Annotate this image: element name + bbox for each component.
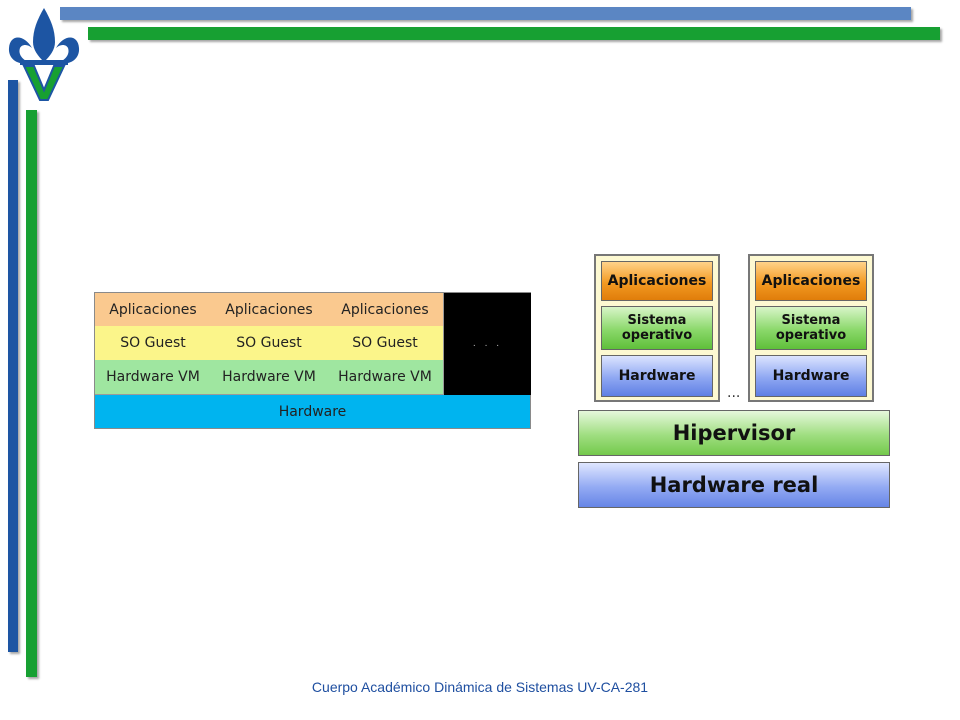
- vm1-os-line2: operativo: [621, 328, 693, 343]
- real-hardware-layer: Hardware real: [578, 462, 890, 508]
- hardware-vm-cell-1: Hardware VM: [95, 360, 212, 395]
- vm1-os-line1: Sistema: [627, 313, 687, 328]
- hardware-layer: Hardware: [95, 395, 530, 428]
- guest-os-cell-2: SO Guest: [211, 326, 328, 361]
- hardware-vm-cell-2: Hardware VM: [211, 360, 328, 395]
- vm2-applications: Aplicaciones: [755, 261, 867, 301]
- uv-logo: V: [6, 4, 82, 102]
- guest-os-cell-1: SO Guest: [95, 326, 212, 361]
- vm2-hardware: Hardware: [755, 355, 867, 397]
- vm2-operating-system: Sistema operativo: [755, 306, 867, 350]
- app-cell-3: Aplicaciones: [327, 293, 444, 327]
- vm1-operating-system: Sistema operativo: [601, 306, 713, 350]
- vm-box-1: Aplicaciones Sistema operativo Hardware: [594, 254, 720, 402]
- vm-box-2: Aplicaciones Sistema operativo Hardware: [748, 254, 874, 402]
- more-vms-ellipsis: ...: [727, 385, 741, 401]
- footer-text: Cuerpo Académico Dinámica de Sistemas UV…: [311, 679, 649, 695]
- hardware-vm-cell-3: Hardware VM: [327, 360, 444, 395]
- vm1-hardware: Hardware: [601, 355, 713, 397]
- guest-os-cell-3: SO Guest: [327, 326, 444, 361]
- fleur-de-lis-logo-icon: [8, 8, 80, 101]
- left-blue-bar: [8, 80, 18, 652]
- vm2-os-line2: operativo: [775, 328, 847, 343]
- top-green-bar: [88, 27, 940, 40]
- top-blue-bar: [60, 7, 911, 20]
- more-vms-block: . . .: [444, 293, 531, 395]
- ellipsis-label: . . .: [472, 339, 503, 349]
- app-cell-1: Aplicaciones: [95, 293, 212, 327]
- vm2-os-line1: Sistema: [781, 313, 841, 328]
- left-green-bar: [26, 110, 37, 677]
- app-cell-2: Aplicaciones: [211, 293, 328, 327]
- vm1-applications: Aplicaciones: [601, 261, 713, 301]
- vm-stack-diagram: Aplicaciones Aplicaciones Aplicaciones S…: [94, 292, 531, 429]
- hypervisor-layer: Hipervisor: [578, 410, 890, 456]
